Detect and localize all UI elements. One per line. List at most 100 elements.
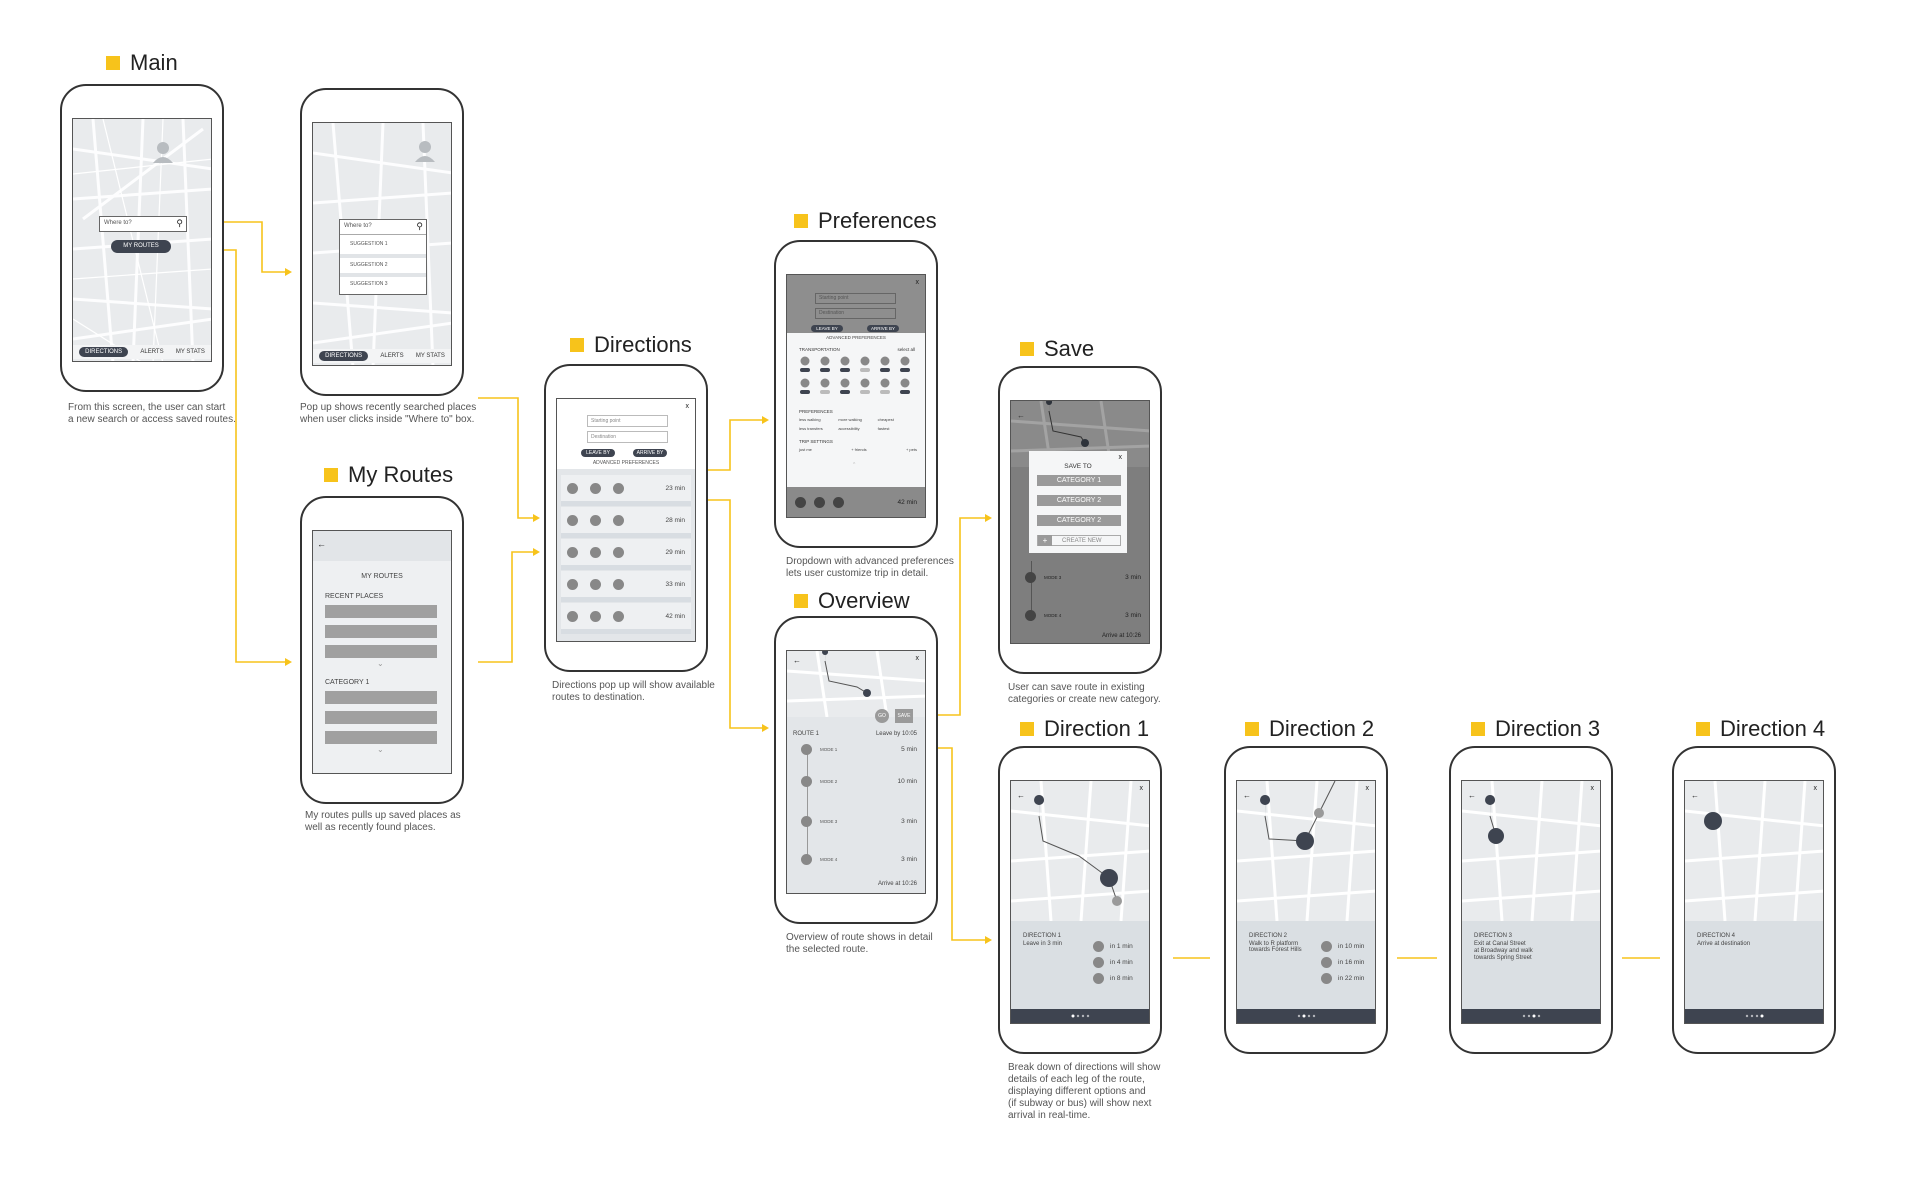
route-time: 42 min [665, 612, 685, 620]
route-option[interactable]: 33 min [561, 571, 691, 602]
arrive-by-button[interactable]: ARRIVE BY [633, 449, 667, 457]
caption-save: User can save route in existing categori… [1008, 682, 1161, 705]
suggestion-item[interactable]: SUGGESTION 3 [350, 281, 388, 287]
page-indicator[interactable] [1237, 1009, 1375, 1023]
list-item[interactable] [325, 645, 437, 658]
leave-by-button[interactable]: LEAVE BY [811, 325, 843, 332]
trip-option[interactable]: just me [799, 447, 812, 452]
pref-option[interactable]: less transfers [799, 426, 823, 431]
close-icon[interactable]: x [1118, 454, 1123, 461]
nav-my-stats[interactable]: MY STATS [175, 349, 205, 355]
accent-square [106, 56, 120, 70]
go-button[interactable]: GO [875, 709, 889, 723]
chevron-down-icon[interactable]: ⌄ [377, 745, 384, 754]
list-item[interactable] [325, 691, 437, 704]
close-icon[interactable]: x [1590, 785, 1595, 792]
suggestion-item[interactable]: SUGGESTION 2 [340, 258, 426, 277]
close-icon[interactable]: x [1365, 785, 1370, 792]
nav-alerts[interactable]: ALERTS [140, 349, 164, 355]
back-icon[interactable]: ← [793, 656, 801, 665]
category-label: CATEGORY 1 [325, 679, 370, 686]
suggestion-item[interactable]: SUGGESTION 1 [340, 235, 426, 258]
start-input[interactable]: Starting point [587, 415, 668, 427]
back-icon[interactable]: ← [317, 539, 326, 549]
section-title-preferences: Preferences [794, 208, 937, 234]
route-option[interactable]: 28 min [561, 507, 691, 538]
transport-options[interactable] [799, 355, 915, 401]
route-map [1685, 781, 1823, 921]
advanced-panel: ADVANCED PREFERENCES TRANSPORTATION sele… [787, 333, 925, 503]
direction-text: Exit at Canal Street at Broadway and wal… [1474, 941, 1533, 961]
arrow-popup-to-directions [478, 397, 533, 519]
title-text: Direction 3 [1495, 716, 1601, 741]
trip-option[interactable]: + pets [905, 447, 917, 452]
advanced-preferences-toggle[interactable]: ADVANCED PREFERENCES [592, 460, 660, 466]
close-icon[interactable]: x [685, 403, 690, 410]
accent-square [1020, 342, 1034, 356]
close-icon[interactable]: x [1139, 785, 1144, 792]
pref-option[interactable]: less walking [799, 417, 821, 422]
page-indicator[interactable] [1685, 1009, 1823, 1023]
category-option[interactable]: CATEGORY 1 [1037, 475, 1121, 486]
direction-title: DIRECTION 1 [1023, 933, 1062, 939]
route-option[interactable]: 29 min [561, 539, 691, 570]
nav-alerts[interactable]: ALERTS [380, 353, 404, 359]
back-icon[interactable]: ← [1017, 411, 1025, 420]
mode-time: 3 min [901, 855, 917, 863]
create-new-button[interactable]: + CREATE NEW [1037, 535, 1121, 546]
route-time: 23 min [665, 484, 685, 492]
screen-overview: ← x GO SAVE ROUTE 1 Leave by 10:05 MODE … [786, 650, 926, 894]
list-item[interactable] [325, 625, 437, 638]
pref-option[interactable]: accessibility [838, 426, 860, 431]
chevron-up-icon[interactable]: ˆ [853, 463, 856, 470]
back-icon[interactable]: ← [1017, 791, 1025, 800]
back-icon[interactable]: ← [1468, 791, 1476, 800]
search-input[interactable]: Where to? ⚲ [99, 216, 187, 232]
save-button[interactable]: SAVE [895, 709, 913, 723]
arrival-time: in 1 min [1110, 943, 1133, 950]
chevron-down-icon[interactable]: ⌄ [377, 659, 384, 668]
list-item[interactable] [325, 731, 437, 744]
pref-option[interactable]: fastest [877, 426, 890, 431]
back-icon[interactable]: ← [1691, 791, 1699, 800]
start-input[interactable]: Starting point [815, 293, 896, 304]
nav-my-stats[interactable]: MY STATS [415, 353, 445, 359]
pref-option[interactable]: cheapest [877, 417, 894, 422]
route-option[interactable]: 42 min [561, 603, 691, 634]
mode-label: MODE 1 [820, 746, 838, 752]
recent-places-label: RECENT PLACES [325, 593, 384, 600]
list-item[interactable] [325, 605, 437, 618]
bottom-nav: DIRECTIONS ALERTS MY STATS [73, 345, 211, 359]
search-input[interactable]: Where to? ⚲ [340, 220, 426, 235]
leave-by-button[interactable]: LEAVE BY [581, 449, 615, 457]
nav-directions[interactable]: DIRECTIONS [79, 347, 129, 357]
caption-popup: Pop up shows recently searched places wh… [300, 402, 477, 425]
close-icon[interactable]: x [1813, 785, 1818, 792]
nav-directions[interactable]: DIRECTIONS [319, 351, 369, 361]
select-all-toggle[interactable]: select all [897, 347, 915, 352]
destination-input[interactable]: Destination [587, 431, 668, 443]
selected-route[interactable]: 42 min [787, 487, 925, 517]
trip-option[interactable]: + friends [851, 447, 867, 452]
route-time: 29 min [665, 548, 685, 556]
arrow-main-to-popup [190, 221, 285, 273]
phone-directions: x Starting point Destination LEAVE BY AR… [544, 364, 708, 672]
title-text: Main [130, 50, 178, 75]
category-option[interactable]: CATEGORY 2 [1037, 515, 1121, 526]
my-routes-button[interactable]: MY ROUTES [111, 240, 171, 253]
pref-option[interactable]: more walking [838, 417, 862, 422]
route-option[interactable]: 23 min [561, 475, 691, 506]
arrive-by-button[interactable]: ARRIVE BY [867, 325, 899, 332]
list-item[interactable] [325, 711, 437, 724]
page-indicator[interactable] [1462, 1009, 1600, 1023]
arrival-time: in 10 min [1338, 943, 1365, 950]
timeline-line [807, 749, 808, 859]
phone-direction-2: ← x DIRECTION 2 Walk to R platform towar… [1224, 746, 1388, 1054]
map-strip [313, 531, 451, 561]
destination-input[interactable]: Destination [815, 308, 896, 319]
page-indicator[interactable] [1011, 1009, 1149, 1023]
close-icon[interactable]: x [915, 655, 920, 662]
category-option[interactable]: CATEGORY 2 [1037, 495, 1121, 506]
close-icon[interactable]: x [915, 279, 920, 286]
back-icon[interactable]: ← [1243, 791, 1251, 800]
